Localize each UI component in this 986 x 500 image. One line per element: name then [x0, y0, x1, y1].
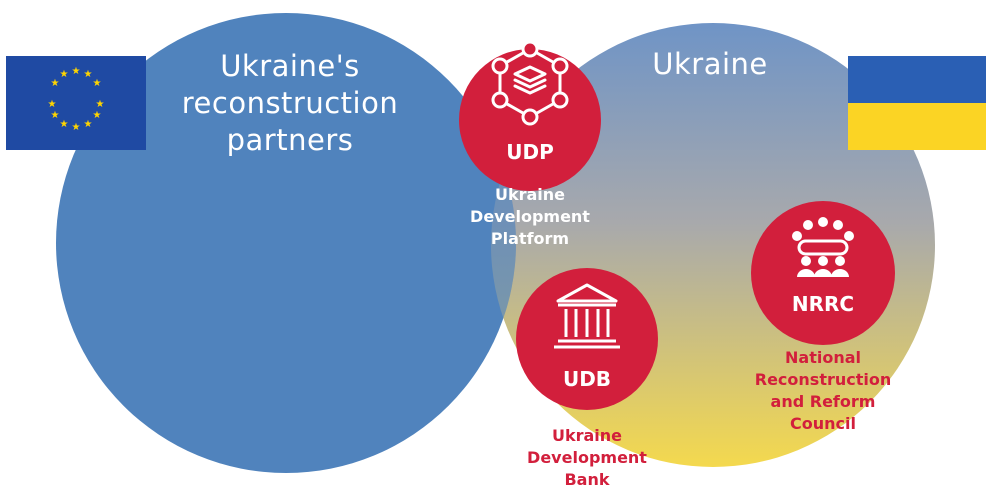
- nrrc-badge: [751, 201, 895, 345]
- udb-badge: [516, 268, 658, 410]
- council-table-icon: [792, 217, 854, 277]
- svg-text:★: ★: [96, 99, 105, 110]
- svg-text:★: ★: [72, 122, 81, 133]
- partners-circle-title: Ukraine's reconstruction partners: [181, 49, 399, 157]
- nrrc-abbr: NRRC: [791, 292, 855, 316]
- svg-text:★: ★: [51, 78, 60, 89]
- svg-text:★: ★: [84, 69, 93, 80]
- svg-text:★: ★: [84, 119, 93, 130]
- eu-flag: ★ ★ ★ ★ ★ ★ ★ ★ ★ ★ ★ ★: [6, 56, 146, 150]
- nrrc-caption: National Reconstruction and Reform Counc…: [754, 348, 892, 433]
- partners-circle: [56, 13, 516, 473]
- svg-text:★: ★: [48, 99, 57, 110]
- svg-text:★: ★: [60, 69, 69, 80]
- udb-abbr: UDB: [562, 367, 612, 391]
- svg-text:★: ★: [60, 119, 69, 130]
- ukraine-flag: [848, 56, 986, 150]
- bank-building-icon: [554, 283, 620, 349]
- network-layers-icon: [491, 40, 569, 126]
- svg-text:★: ★: [51, 110, 60, 121]
- svg-text:★: ★: [72, 66, 81, 77]
- udp-abbr: UDP: [506, 140, 554, 164]
- ukraine-circle-title: Ukraine: [652, 47, 768, 81]
- udb-caption: Ukraine Development Bank: [527, 426, 647, 489]
- svg-text:★: ★: [93, 110, 102, 121]
- svg-text:★: ★: [93, 78, 102, 89]
- udp-caption: Ukraine Development Platform: [470, 185, 590, 248]
- udp-badge: [459, 40, 601, 191]
